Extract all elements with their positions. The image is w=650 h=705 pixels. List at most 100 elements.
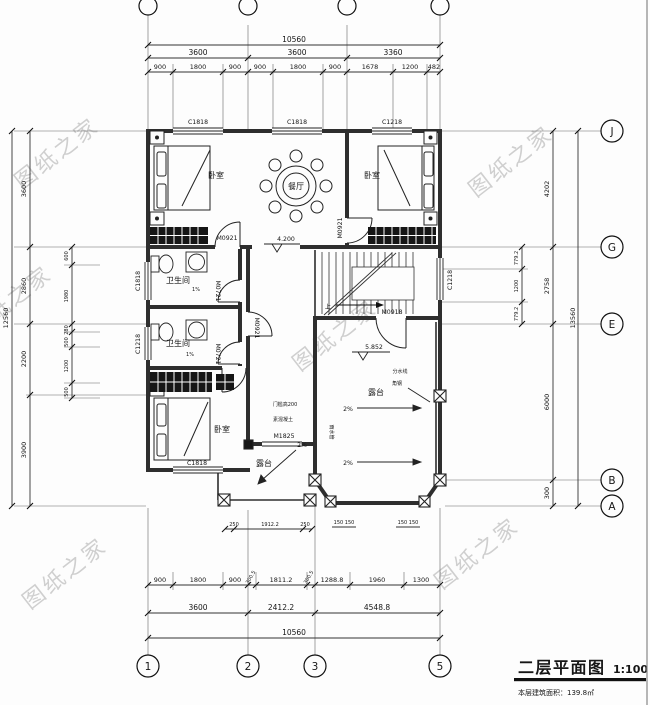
drawing-scale: 1:100: [613, 663, 648, 676]
dim-text: 3900: [20, 442, 28, 459]
dim-text: 10560: [282, 35, 306, 44]
grid-col-label: 5: [437, 661, 444, 673]
dim-text: 4202: [543, 181, 551, 198]
dim-text: 1980: [64, 290, 70, 303]
door-label: M0918: [381, 309, 402, 316]
dim-text: 13560: [569, 308, 577, 329]
door-label: M0921: [337, 217, 344, 238]
dim-text: 900: [154, 576, 166, 584]
railings: [217, 250, 437, 501]
stair-up-text: 上: [325, 303, 331, 311]
dim-text: 600: [64, 251, 70, 261]
dim-text: 482: [428, 63, 440, 71]
note-concrete: 素混凝土: [273, 416, 293, 423]
grid-bubbles: [136, 0, 624, 678]
bathroom-fixtures: [150, 251, 208, 342]
note-threshold: 门槛高200: [273, 401, 298, 408]
left-dimensions: 3600 2860 2200 3900 12560 600 1980 280 5…: [2, 181, 70, 459]
bed-top-right: [377, 130, 438, 226]
dim-text: 900: [229, 576, 241, 584]
room-label-bedroom: 卧室: [208, 170, 224, 180]
dim-text: 900: [229, 63, 241, 71]
dim-text: 900: [329, 63, 341, 71]
dim-text: 1200: [514, 280, 520, 293]
dim-text: 1200: [64, 360, 70, 373]
window-label: C1818: [287, 119, 307, 126]
level-mark-text: 5.852: [365, 344, 383, 351]
dim-text: 779.2: [514, 251, 520, 265]
dim-text: 1912.2: [261, 522, 279, 528]
dim-text: 6000: [543, 394, 551, 411]
door-label: M0921: [216, 235, 237, 242]
watermark-text: 图纸之家: [430, 513, 524, 594]
note-angle-steel: 角钢: [392, 380, 402, 387]
window-label: C1818: [188, 119, 208, 126]
slope-arrows: [257, 387, 431, 485]
dim-text: 150 150: [334, 520, 355, 526]
door-label: M0721: [214, 343, 221, 364]
watermark-text: 图纸之家: [0, 261, 58, 342]
grid-row-label: A: [608, 501, 616, 513]
dim-text: 1678: [362, 63, 379, 71]
dim-text: 2860: [20, 278, 28, 295]
dim-text: 4548.8: [364, 603, 390, 612]
dim-text: 3600: [20, 181, 28, 198]
dim-text: 1200: [402, 63, 419, 71]
title-underline: [514, 678, 646, 682]
bottom-dimensions: 900 1800 900 300.5 1811.2 300.5 1288.8 1…: [154, 520, 429, 637]
annotation-texts: 4.200 5.852 1% 1% 2% 2% 2% 上 门槛高200 素混凝土…: [186, 236, 407, 467]
dim-text: 900: [254, 63, 266, 71]
bed-bottom-left: [149, 382, 211, 461]
grid-col-label: 1: [145, 661, 152, 673]
dim-text: 500: [64, 387, 70, 397]
window-label: C1218: [447, 270, 454, 290]
right-dimensions: 779.2 1200 779.2 4202 2758 6000 300 1356…: [514, 181, 577, 499]
slope-text: 2%: [343, 460, 353, 467]
area-note: 本层建筑面积：139.8㎡: [518, 688, 594, 697]
dim-text: 1811.2: [270, 576, 293, 584]
door-label: M1825: [273, 433, 294, 440]
bed-top-left: [149, 130, 211, 226]
dim-text: 500: [64, 337, 70, 347]
door-label: M0921: [253, 317, 260, 338]
dim-text: 1300: [413, 576, 430, 584]
dimension-ticks: [8, 41, 582, 642]
slope-text: 1%: [186, 352, 194, 358]
grid-row-label: J: [609, 126, 613, 138]
dim-text: 3360: [383, 48, 402, 57]
dimension-lines: [11, 44, 579, 639]
dim-text: 3600: [188, 48, 207, 57]
window-label: C1218: [135, 334, 142, 354]
title-block: 二层平面图 1:100 本层建筑面积：139.8㎡: [514, 658, 648, 697]
watermark-text: 图纸之家: [18, 533, 112, 614]
grid-bubble-labels: 1 2 3 5 J G E B A: [145, 126, 617, 673]
door-label: M0721: [214, 280, 221, 301]
room-label-bathroom: 卫生间: [166, 338, 190, 348]
dining-table: [259, 149, 333, 223]
dim-text: 300.5: [303, 570, 315, 585]
dim-text: 150 150: [398, 520, 419, 526]
grid-row-label: G: [608, 242, 616, 254]
dim-text: 779.2: [514, 307, 520, 321]
dim-text: 300: [543, 487, 551, 499]
grid-row-label: B: [608, 475, 615, 487]
dim-text: 2758: [543, 278, 551, 295]
slope-text: 1%: [192, 287, 200, 293]
room-label-terrace: 露台: [256, 458, 272, 468]
dim-text: 10560: [282, 628, 306, 637]
dim-text: 250: [229, 522, 239, 528]
window-label: C1818: [135, 271, 142, 291]
staircase: [321, 252, 415, 316]
dim-text: 1288.8: [321, 576, 344, 584]
window-label: C1218: [382, 119, 402, 126]
dim-text: 1800: [190, 576, 207, 584]
railing-posts: [217, 389, 447, 508]
level-marks: [264, 243, 390, 361]
room-label-bathroom: 卫生间: [166, 275, 190, 285]
grid-row-label: E: [609, 319, 616, 331]
dim-text: 900: [154, 63, 166, 71]
dim-text: 2200: [20, 351, 28, 368]
grid-col-label: 2: [245, 661, 252, 673]
dim-text: 250: [300, 522, 310, 528]
